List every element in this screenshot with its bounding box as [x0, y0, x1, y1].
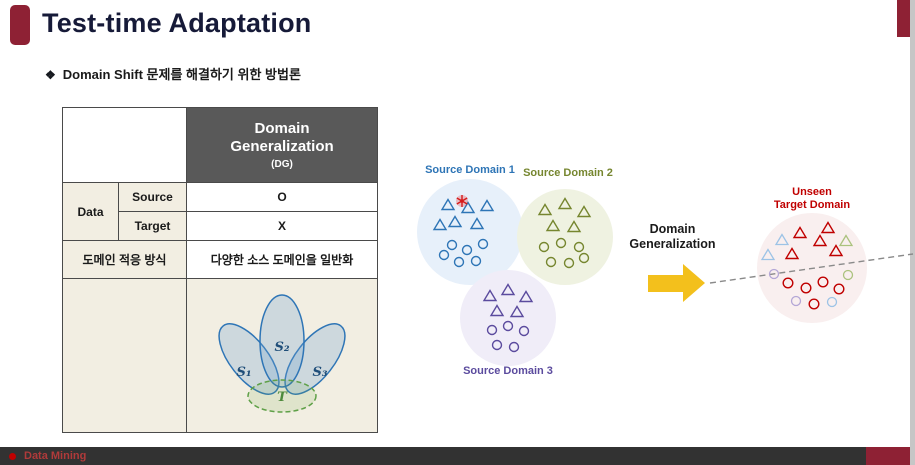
diamond-bullet-icon: ❖ [45, 68, 56, 82]
source-row-label: Source [118, 182, 187, 212]
dg-header-line1: Domain [254, 120, 310, 137]
dg-method-value: 다양한 소스 도메인을 일반화 [186, 240, 378, 279]
target-row-label: Target [118, 211, 187, 241]
method-row-label: 도메인 적응 방식 [62, 240, 187, 279]
dg-header-line2: Generalization [230, 138, 334, 155]
bullet-text: Domain Shift 문제를 해결하기 위한 방법론 [62, 67, 301, 82]
dg-comparison-table: Domain Generalization (DG) Data Source O… [62, 107, 378, 433]
source-domain-1-cluster [417, 179, 523, 285]
data-row-label: Data [62, 182, 119, 241]
source-domain-2-cluster [517, 189, 613, 285]
venn-s2-label: S₂ [274, 340, 289, 355]
venn-s3-label: S₃ [312, 365, 327, 380]
source-domain-3-label: Source Domain 3 [463, 365, 553, 377]
footer-label: Data Mining [24, 450, 87, 462]
venn-left-empty-cell [62, 278, 187, 433]
title-accent-bar [10, 5, 30, 45]
right-edge-strip [910, 0, 915, 465]
page-title: Test-time Adaptation [42, 8, 312, 38]
arrow-label-line1: Domain [649, 222, 696, 236]
dg-header-sub: (DG) [271, 159, 293, 170]
source-domain-3-cluster [460, 270, 556, 366]
arrow-label-line2: Generalization [629, 237, 716, 251]
source-domain-2-label: Source Domain 2 [523, 167, 613, 179]
dg-header-cell: Domain Generalization (DG) [186, 107, 378, 183]
domain-clusters-figure [417, 179, 914, 366]
faded-source-samples [760, 233, 854, 308]
venn-t-label: T [277, 390, 288, 405]
target-label-line2: Target Domain [773, 199, 851, 211]
dg-target-value: X [186, 211, 378, 241]
source-domain-1-label: Source Domain 1 [425, 164, 515, 176]
venn-s1-label: S₁ [236, 365, 251, 380]
top-right-corner-block [897, 0, 910, 37]
red-star-icon [456, 195, 468, 207]
footer-bar: Data Mining [0, 447, 910, 465]
dg-source-value: O [186, 182, 378, 212]
generalization-arrow-icon [648, 264, 705, 302]
source-generalization-venn: S₁ S₂ S₃ T [218, 294, 346, 413]
bullet-line: ❖ Domain Shift 문제를 해결하기 위한 방법론 [45, 64, 301, 83]
target-label-line1: Unseen [792, 186, 832, 198]
domain-generalization-arrow-label: Domain Generalization [620, 222, 725, 252]
bottom-right-corner-block [866, 447, 910, 465]
venn-cell: S₁ S₂ S₃ T [186, 278, 378, 433]
table-empty-corner [62, 107, 187, 183]
venn-petals [218, 294, 346, 395]
target-samples [782, 221, 845, 310]
decision-boundary-dashed-line [709, 253, 914, 284]
unseen-target-domain-label: Unseen Target Domain [762, 186, 862, 212]
unseen-target-domain-cluster [709, 213, 914, 323]
target-dashed-ellipse [247, 379, 317, 413]
footer-dot-icon [9, 452, 16, 460]
